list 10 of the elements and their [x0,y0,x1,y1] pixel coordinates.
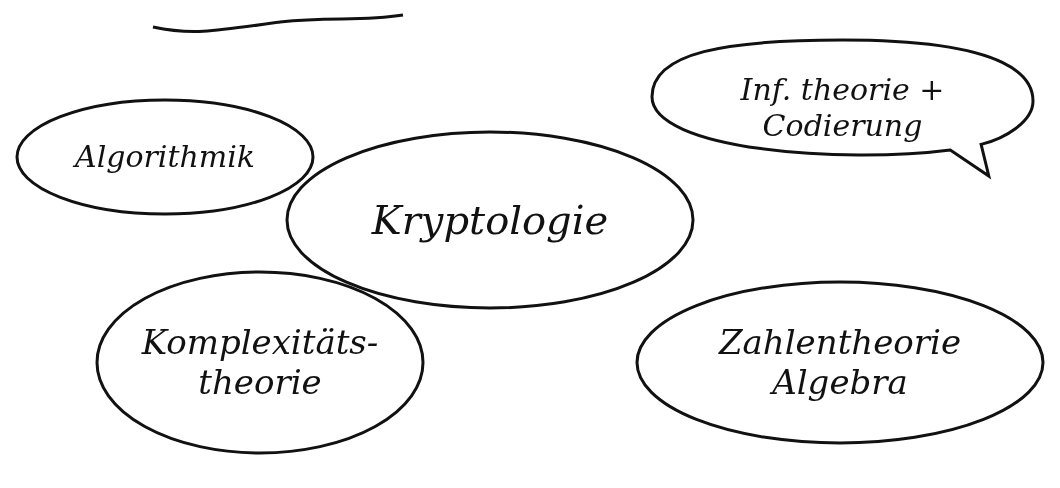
topic-label: Inf. theorie + Codierung [739,72,946,144]
speech-bubble [650,38,1035,178]
ellipse-outline [285,130,695,310]
topic-label: Zahlentheorie Algebra [717,321,963,404]
topic-label: Komplexitäts- theorie [140,321,380,404]
ellipse-outline [15,98,315,216]
topic-label: Algorithmik [71,139,257,175]
ellipse-outline [95,270,425,455]
topic-label: Kryptologie [370,196,610,244]
ellipse-outline [635,280,1045,445]
